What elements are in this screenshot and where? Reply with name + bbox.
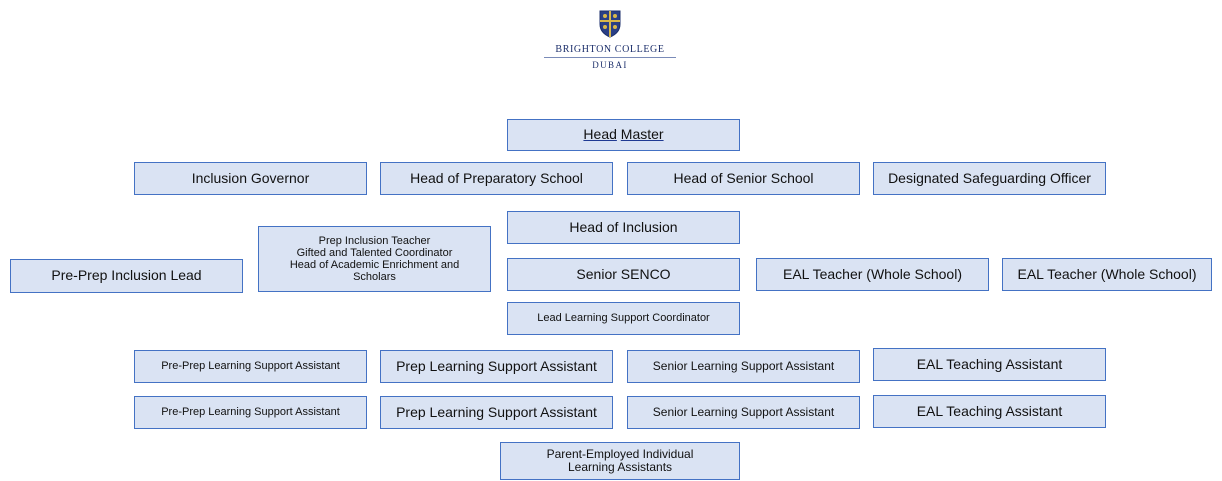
pre-prep-learning-support-assistant-box: Pre-Prep Learning Support Assistant bbox=[134, 350, 367, 383]
prep-learning-support-assistant-box: Prep Learning Support Assistant bbox=[380, 350, 613, 383]
eal-teacher-box-2: EAL Teacher (Whole School) bbox=[1002, 258, 1212, 291]
head-master-word2: Master bbox=[620, 126, 664, 143]
head-of-senior-school-box: Head of Senior School bbox=[627, 162, 860, 195]
pre-prep-learning-support-assistant-box: Pre-Prep Learning Support Assistant bbox=[134, 396, 367, 429]
head-of-preparatory-school-box: Head of Preparatory School bbox=[380, 162, 613, 195]
prep-inclusion-line2: Gifted and Talented Coordinator bbox=[296, 246, 453, 259]
parent-employed-line1: Parent-Employed Individual bbox=[546, 446, 694, 461]
prep-inclusion-line1: Prep Inclusion Teacher bbox=[318, 234, 431, 247]
logo-divider bbox=[544, 57, 676, 58]
designated-safeguarding-officer-box: Designated Safeguarding Officer bbox=[873, 162, 1106, 195]
prep-inclusion-line4: Scholars bbox=[353, 271, 396, 284]
prep-inclusion-teacher-box: Prep Inclusion Teacher Gifted and Talent… bbox=[258, 226, 491, 292]
prep-inclusion-line3: Head of Academic Enrichment and bbox=[289, 259, 460, 271]
parent-employed-line2: Learning Assistants bbox=[567, 460, 673, 474]
eal-teacher-box-1: EAL Teacher (Whole School) bbox=[756, 258, 989, 291]
logo-name-line2: DUBAI bbox=[592, 60, 628, 70]
prep-learning-support-assistant-box: Prep Learning Support Assistant bbox=[380, 396, 613, 429]
senior-learning-support-assistant-box: Senior Learning Support Assistant bbox=[627, 350, 860, 383]
senior-learning-support-assistant-box: Senior Learning Support Assistant bbox=[627, 396, 860, 429]
lead-learning-support-coordinator-box: Lead Learning Support Coordinator bbox=[507, 302, 740, 335]
eal-teaching-assistant-box: EAL Teaching Assistant bbox=[873, 348, 1106, 381]
pre-prep-inclusion-lead-box: Pre-Prep Inclusion Lead bbox=[10, 259, 243, 293]
head-master-box: Head Master bbox=[507, 119, 740, 151]
inclusion-governor-box: Inclusion Governor bbox=[134, 162, 367, 195]
school-logo: BRIGHTON COLLEGE DUBAI bbox=[540, 10, 680, 70]
eal-teaching-assistant-box: EAL Teaching Assistant bbox=[873, 395, 1106, 428]
parent-employed-assistants-box: Parent-Employed Individual Learning Assi… bbox=[500, 442, 740, 480]
school-crest-icon bbox=[599, 10, 621, 38]
head-of-inclusion-box: Head of Inclusion bbox=[507, 211, 740, 244]
head-master-word1: Head bbox=[583, 126, 617, 143]
logo-name-line1: BRIGHTON COLLEGE bbox=[555, 44, 665, 55]
senior-senco-box: Senior SENCO bbox=[507, 258, 740, 291]
